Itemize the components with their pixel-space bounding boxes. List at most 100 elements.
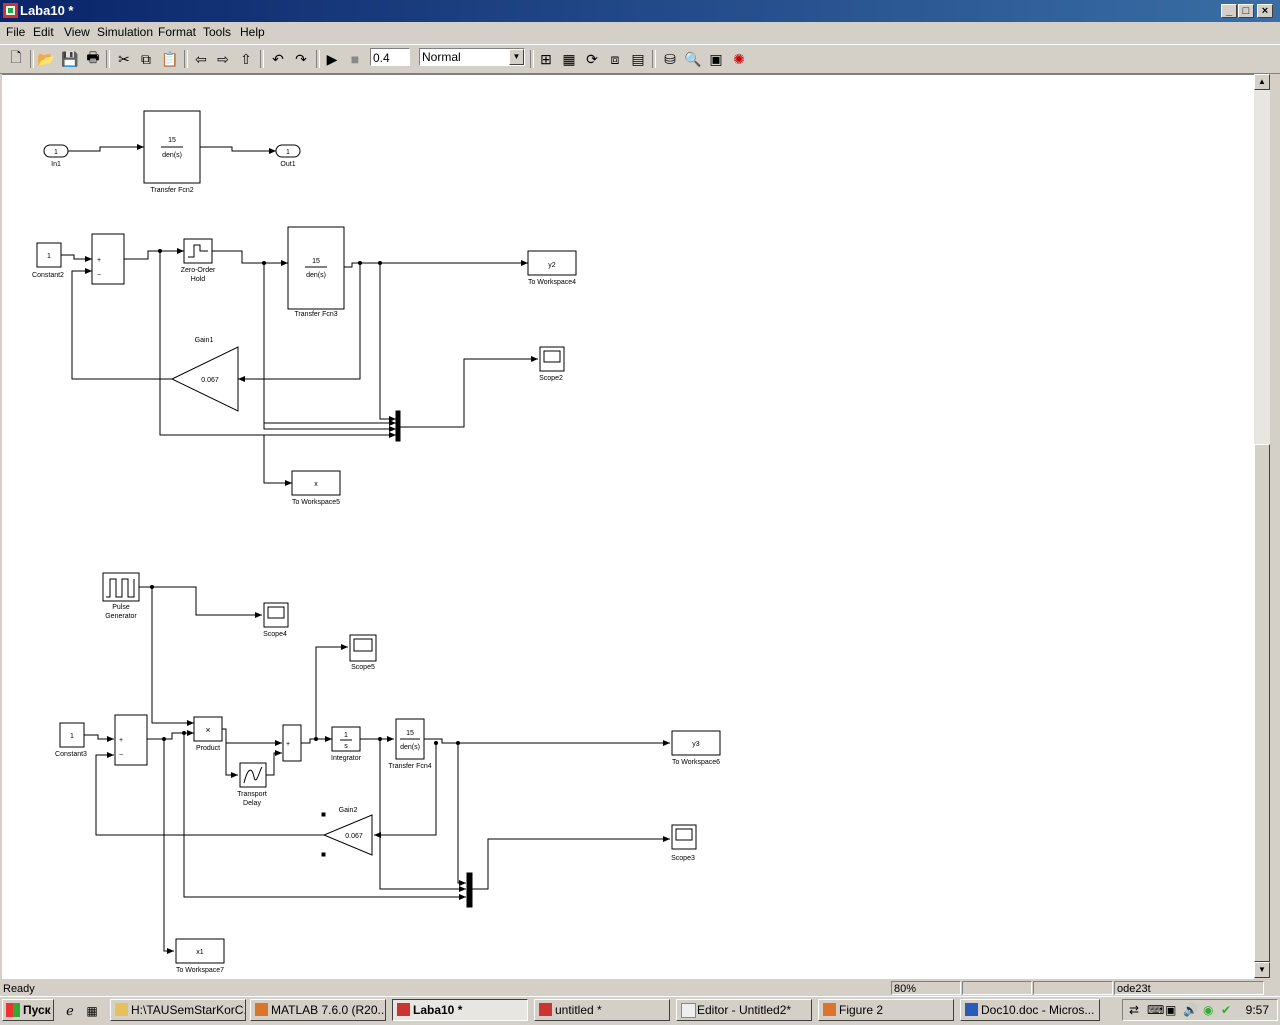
task-untitled[interactable]: untitled *	[534, 999, 670, 1021]
refresh-icon[interactable]: ⟳	[586, 50, 598, 67]
to-workspace6-block[interactable]: y3	[671, 730, 721, 756]
to-workspace4-block[interactable]: y2	[527, 250, 577, 276]
update-diagram-icon[interactable]: ⊞	[540, 50, 552, 67]
menu-help[interactable]: Help	[240, 25, 265, 39]
sum3-block[interactable]: +	[282, 724, 302, 762]
close-button[interactable]: ×	[1257, 4, 1273, 18]
keyboard-icon[interactable]: ⌨	[1147, 1003, 1165, 1017]
integrator-label: Integrator	[331, 755, 362, 762]
transport-delay-block[interactable]	[239, 762, 267, 788]
scope5-block[interactable]	[349, 634, 377, 662]
menu-format[interactable]: Format	[158, 25, 197, 39]
transfer-fcn2-block[interactable]: 15 den(s)	[143, 110, 201, 184]
transfer-fcn3-block[interactable]: 15 den(s)	[287, 226, 345, 310]
print-icon[interactable]: 🖶	[86, 49, 100, 65]
play-icon[interactable]: ▶	[326, 50, 338, 67]
forward-icon[interactable]: ⇨	[217, 50, 229, 67]
ie-icon[interactable]: ℯ	[66, 1003, 74, 1018]
zero-order-hold-block[interactable]	[183, 238, 213, 264]
volume-icon[interactable]: 🔊	[1183, 1003, 1198, 1017]
quicklaunch-icon[interactable]: ▦	[86, 1004, 98, 1018]
task-matlab[interactable]: MATLAB 7.6.0 (R20...	[250, 999, 386, 1021]
in1-port[interactable]: 1	[43, 144, 69, 158]
disabled-tool-icon[interactable]: ▤	[631, 50, 645, 67]
to-workspace5-block[interactable]: x	[291, 470, 341, 496]
antivirus-icon[interactable]: ◉	[1203, 1003, 1214, 1017]
maximize-button[interactable]: □	[1238, 4, 1254, 18]
mux1-block[interactable]	[395, 410, 401, 442]
svg-text:s: s	[344, 743, 348, 750]
network-icon[interactable]: ⇄	[1129, 1003, 1140, 1017]
to-workspace7-block[interactable]: x1	[175, 938, 225, 964]
task-laba10[interactable]: Laba10 *	[392, 999, 528, 1021]
sum2-block[interactable]: + −	[114, 714, 148, 766]
display-icon[interactable]: ▣	[1165, 1003, 1177, 1017]
simulation-mode-select[interactable]: Normal ▼	[419, 48, 525, 66]
redo-icon[interactable]: ↷	[295, 50, 307, 67]
menu-file[interactable]: File	[6, 25, 26, 39]
svg-text:+: +	[119, 737, 123, 744]
constant3-block[interactable]: 1	[59, 722, 85, 748]
signal-line	[263, 263, 396, 426]
undo-icon[interactable]: ↶	[272, 50, 284, 67]
menu-edit[interactable]: Edit	[33, 25, 54, 39]
signal-line	[301, 736, 332, 744]
scope2-block[interactable]	[539, 346, 565, 372]
sum1-block[interactable]: + −	[91, 233, 125, 285]
gain1-block[interactable]: 0.067	[170, 346, 239, 412]
paste-icon[interactable]: 📋	[161, 50, 179, 67]
menu-tools[interactable]: Tools	[203, 25, 232, 39]
cut-icon[interactable]: ✂	[118, 50, 130, 67]
debugger-icon[interactable]: ▣	[709, 50, 723, 67]
svg-text:y2: y2	[548, 262, 556, 269]
scroll-thumb[interactable]	[1254, 444, 1270, 962]
task-figure2[interactable]: Figure 2	[818, 999, 954, 1021]
task-editor[interactable]: Editor - Untitled2*	[676, 999, 812, 1021]
scope4-block[interactable]	[263, 602, 289, 628]
signal-line	[457, 743, 466, 886]
minimize-button[interactable]: _	[1221, 4, 1237, 18]
save-icon[interactable]: 💾	[61, 50, 79, 67]
gain2-block[interactable]: 0.067	[321, 812, 373, 857]
toolbar: 🗋 📂 💾 🖶 ✂ ⧉ 📋 ⇦ ⇨ ⇧ ↶ ↷ ▶ ■ ⊞ ▦ ⟳ ⧈ ▤ ⛁ …	[0, 44, 1280, 74]
task-explorer[interactable]: H:\TAUSemStarKorC...	[110, 999, 246, 1021]
stop-time-input[interactable]: 0.4	[370, 48, 410, 66]
to-workspace4-label: To Workspace4	[528, 279, 576, 286]
nvidia-icon[interactable]: ✔	[1221, 1003, 1232, 1017]
task-word[interactable]: Doc10.doc - Micros...	[960, 999, 1100, 1021]
new-icon[interactable]: 🗋	[10, 49, 22, 65]
model-canvas[interactable]: 1 In1 15 den(s) Transfer Fcn2 1 Out1 1 C…	[2, 74, 1254, 979]
copy-icon[interactable]: ⧉	[141, 50, 151, 67]
clock: 9:57	[1245, 1003, 1269, 1017]
scope3-block[interactable]	[671, 824, 697, 850]
incremental-build-icon[interactable]: ⧈	[610, 50, 620, 67]
out1-port[interactable]: 1	[275, 144, 301, 158]
open-icon[interactable]: 📂	[37, 50, 55, 67]
product-block[interactable]: ×	[193, 716, 223, 742]
vertical-scrollbar[interactable]: ▲ ▼	[1254, 74, 1270, 978]
scroll-up-icon[interactable]: ▲	[1254, 74, 1270, 90]
chevron-down-icon[interactable]: ▼	[509, 49, 524, 65]
svg-text:1: 1	[286, 149, 290, 156]
pulse-label-line1: Pulse	[112, 604, 130, 611]
back-icon[interactable]: ⇦	[195, 50, 207, 67]
integrator-block[interactable]: 1 s	[331, 726, 361, 752]
constant2-block[interactable]: 1	[36, 242, 62, 268]
scroll-down-icon[interactable]: ▼	[1254, 962, 1270, 978]
mux2-block[interactable]	[466, 872, 473, 908]
profiler-icon[interactable]: ✺	[733, 50, 745, 67]
library-browser-icon[interactable]: ⛁	[664, 50, 676, 67]
start-button[interactable]: Пуск	[2, 999, 54, 1021]
pulse-generator-block[interactable]	[102, 572, 140, 602]
signal-line	[424, 738, 670, 746]
up-icon[interactable]: ⇧	[240, 50, 252, 67]
svg-text:15: 15	[406, 730, 414, 737]
build-icon[interactable]: ▦	[562, 50, 576, 67]
model-explorer-icon[interactable]: 🔍	[684, 50, 702, 67]
menu-simulation[interactable]: Simulation	[97, 25, 154, 39]
transfer-fcn4-block[interactable]: 15 den(s)	[395, 718, 425, 760]
status-solver: ode23t	[1114, 981, 1264, 995]
svg-text:1: 1	[47, 253, 51, 260]
stop-icon[interactable]: ■	[350, 51, 360, 67]
menu-view[interactable]: View	[64, 25, 90, 39]
